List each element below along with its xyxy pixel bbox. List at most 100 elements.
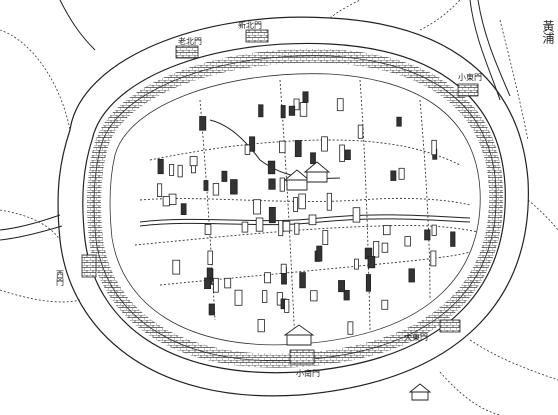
building-marker — [279, 177, 285, 192]
building-marker — [157, 158, 164, 175]
building-marker — [382, 225, 391, 236]
building-marker — [408, 268, 415, 283]
building-marker — [336, 98, 344, 112]
building-marker — [347, 321, 354, 335]
river-label: 黃浦 — [541, 20, 555, 45]
building-marker — [293, 98, 300, 111]
building-marker — [267, 160, 276, 175]
building-marker — [241, 221, 249, 233]
gate-label-old-north: 老北門 — [178, 36, 202, 46]
city-wall — [87, 48, 504, 368]
temple-center-2 — [303, 161, 331, 183]
building-marker — [316, 245, 323, 262]
building-marker — [162, 195, 170, 207]
gate-tower-old-north — [175, 45, 199, 59]
gate-label-west: 西門 — [56, 270, 65, 287]
building-marker — [288, 105, 296, 116]
building-marker — [212, 183, 220, 196]
building-marker — [310, 290, 318, 302]
building-marker — [203, 180, 209, 191]
building-marker — [213, 277, 219, 293]
building-marker — [280, 105, 286, 119]
gate-tower-small-east — [457, 83, 479, 97]
gate-towers — [81, 29, 479, 365]
building-marker — [180, 203, 187, 215]
building-marker — [234, 289, 243, 306]
gate-label-small-south: 小南門 — [296, 368, 320, 378]
building-marker — [278, 219, 284, 237]
building-marker — [321, 136, 328, 152]
building-marker — [431, 139, 437, 156]
building-marker — [322, 230, 329, 246]
building-marker — [430, 250, 437, 267]
building-marker — [244, 144, 251, 155]
temple-southeast — [408, 383, 432, 401]
building-marker — [208, 303, 215, 316]
building-marker — [381, 242, 389, 253]
building-marker — [424, 229, 431, 241]
building-marker — [282, 220, 291, 232]
building-marker — [302, 91, 309, 103]
building-marker — [299, 272, 306, 289]
gate-tower-small-south — [289, 349, 315, 365]
building-marker — [224, 277, 232, 289]
gate-tower-west — [81, 254, 97, 278]
building-marker — [308, 214, 317, 226]
building-marker — [344, 149, 351, 161]
building-marker — [189, 156, 198, 167]
building-marker — [264, 272, 272, 284]
building-marker — [294, 222, 300, 235]
building-marker — [381, 299, 389, 310]
building-marker — [221, 170, 228, 182]
temple-south — [283, 324, 315, 346]
building-marker — [294, 140, 302, 158]
building-marker — [204, 223, 212, 235]
gate-tower-big-east — [439, 319, 461, 333]
building-marker — [230, 179, 238, 195]
building-marker — [431, 224, 437, 236]
building-marker — [280, 263, 287, 274]
building-marker — [298, 193, 306, 210]
building-marker — [177, 164, 183, 178]
building-marker — [365, 274, 371, 292]
building-marker — [261, 290, 268, 303]
building-marker — [299, 102, 308, 117]
building-marker — [390, 170, 397, 181]
building-marker — [253, 199, 261, 215]
building-marker — [357, 124, 364, 139]
building-marker — [352, 207, 361, 223]
gate-label-small-east: 小東門 — [458, 72, 482, 82]
building-marker — [249, 136, 256, 152]
building-marker — [353, 258, 359, 270]
temples — [283, 161, 432, 401]
building-marker — [284, 298, 290, 313]
gate-label-new-north: 新北門 — [238, 20, 262, 30]
building-marker — [310, 152, 316, 165]
building-marker — [279, 140, 286, 154]
building-marker — [257, 319, 265, 333]
building-marker — [373, 240, 380, 258]
building-marker — [326, 192, 332, 211]
building-marker — [398, 167, 405, 180]
building-marker — [172, 259, 181, 275]
building-marker — [169, 163, 175, 176]
building-marker — [207, 250, 213, 265]
huangpu-river — [469, 0, 511, 101]
building-marker — [339, 144, 345, 163]
building-marker — [199, 116, 207, 131]
temple-center — [283, 169, 311, 191]
building-marker — [343, 289, 350, 301]
gate-tower-new-north — [245, 29, 269, 43]
building-marker — [338, 280, 345, 293]
canals — [139, 119, 471, 227]
building-marker — [204, 277, 211, 290]
gate-label-big-east: 大東門 — [404, 332, 428, 342]
building-marker — [268, 206, 276, 224]
building-marker — [293, 197, 299, 213]
building-marker — [367, 255, 376, 269]
building-marker — [255, 217, 264, 232]
building-marker — [404, 236, 411, 247]
building-markers — [156, 91, 456, 335]
building-marker — [168, 193, 177, 206]
